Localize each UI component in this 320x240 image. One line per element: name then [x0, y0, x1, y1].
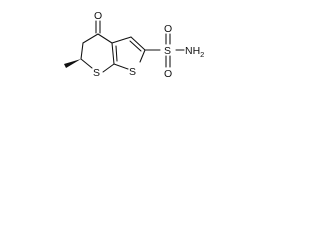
ring-bond-c4-c5 — [82, 33, 99, 44]
structure-canvas: O S S S O O NH2 — [0, 0, 224, 113]
ring-bond-c5-c6 — [80, 42, 84, 60]
atom-label-nh2-subscript: 2 — [200, 50, 204, 59]
ring-bond-c3-c2-inner — [129, 40, 142, 52]
atom-label-sulfonyl-oxygen-top: O — [164, 23, 172, 35]
atom-label-ring-sulfur-a: S — [93, 67, 100, 79]
ring-bond-c2-s1 — [139, 49, 146, 63]
atom-label-ring-sulfur-b: S — [129, 66, 136, 78]
ring-bond-c4a-c7a-inner — [115, 45, 118, 62]
atom-label-nh2: NH2 — [185, 45, 204, 59]
ring-bond-s7-c7a — [102, 63, 115, 73]
ring-bond-c3-c2 — [130, 36, 146, 51]
ring-bond-s1-c7a — [113, 63, 129, 70]
molecule-drawing: O S S S O O NH2 — [64, 10, 204, 80]
ring-bond-c6-s7 — [80, 58, 93, 69]
methyl-wedge-bond — [64, 59, 81, 68]
ring-bond-c4-c4a — [97, 33, 113, 44]
ring-bond-c4a-c7a — [111, 42, 115, 65]
atom-label-sulfonyl-oxygen-bottom: O — [164, 68, 172, 80]
ring-bond-c4a-c3 — [111, 36, 132, 44]
atom-label-nh2-text: NH — [185, 45, 200, 57]
atom-label-sulfonyl-sulfur: S — [164, 45, 171, 57]
atom-label-ketone-oxygen: O — [94, 10, 102, 22]
